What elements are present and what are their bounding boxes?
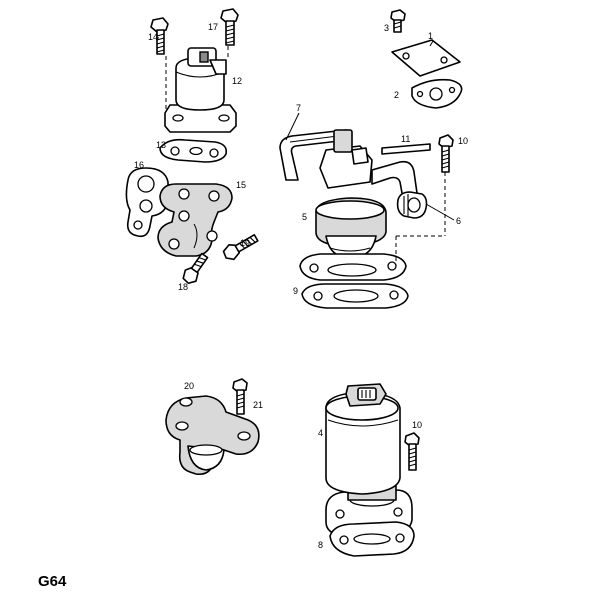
bolt-10-upper-icon (438, 134, 454, 173)
callout-6: 6 (456, 216, 461, 226)
callout-9: 9 (293, 286, 298, 296)
gasket-2-icon (411, 78, 463, 109)
callout-8: 8 (318, 540, 323, 550)
callout-13: 13 (156, 140, 166, 150)
pin-11-icon (381, 143, 431, 155)
callout-2: 2 (394, 90, 399, 100)
callout-3: 3 (384, 23, 389, 33)
callout-11: 11 (401, 134, 410, 144)
callout-15: 15 (236, 180, 246, 190)
cover-plate-1-icon (391, 39, 461, 77)
callout-17: 17 (208, 22, 218, 32)
callout-4: 4 (318, 428, 323, 438)
bolt-19-icon (222, 234, 259, 261)
gasket-13-icon (159, 138, 228, 163)
callout-16: 16 (134, 160, 144, 170)
egr-valve-12-icon (164, 47, 237, 133)
callout-12: 12 (232, 76, 242, 86)
gasket-8-icon (329, 521, 415, 557)
bolt-21-icon (232, 378, 248, 415)
gasket-9-icon (301, 283, 409, 309)
callout-1: 1 (428, 31, 433, 41)
sheet-code: G64 (38, 573, 67, 590)
gasket-16-icon (125, 167, 169, 238)
bolt-14-icon (150, 17, 169, 55)
connector-6-icon (396, 191, 428, 219)
callout-10-upper: 10 (458, 136, 468, 146)
bolt-10-lower-icon (404, 432, 420, 471)
bolt-3-icon (390, 9, 406, 33)
callout-20: 20 (184, 381, 194, 391)
callout-19: 19 (240, 238, 250, 248)
callout-5: 5 (302, 212, 307, 222)
flange-15-icon (157, 183, 233, 257)
callout-21: 21 (253, 400, 263, 410)
flange-20-icon (165, 395, 260, 476)
bolt-18-icon (182, 252, 209, 285)
bolt-17-icon (220, 8, 239, 46)
callout-7: 7 (296, 103, 301, 113)
callout-18: 18 (178, 282, 188, 292)
callout-14: 14 (148, 32, 158, 42)
callout-10-lower: 10 (412, 420, 422, 430)
egr-valve-4-icon (325, 383, 413, 537)
